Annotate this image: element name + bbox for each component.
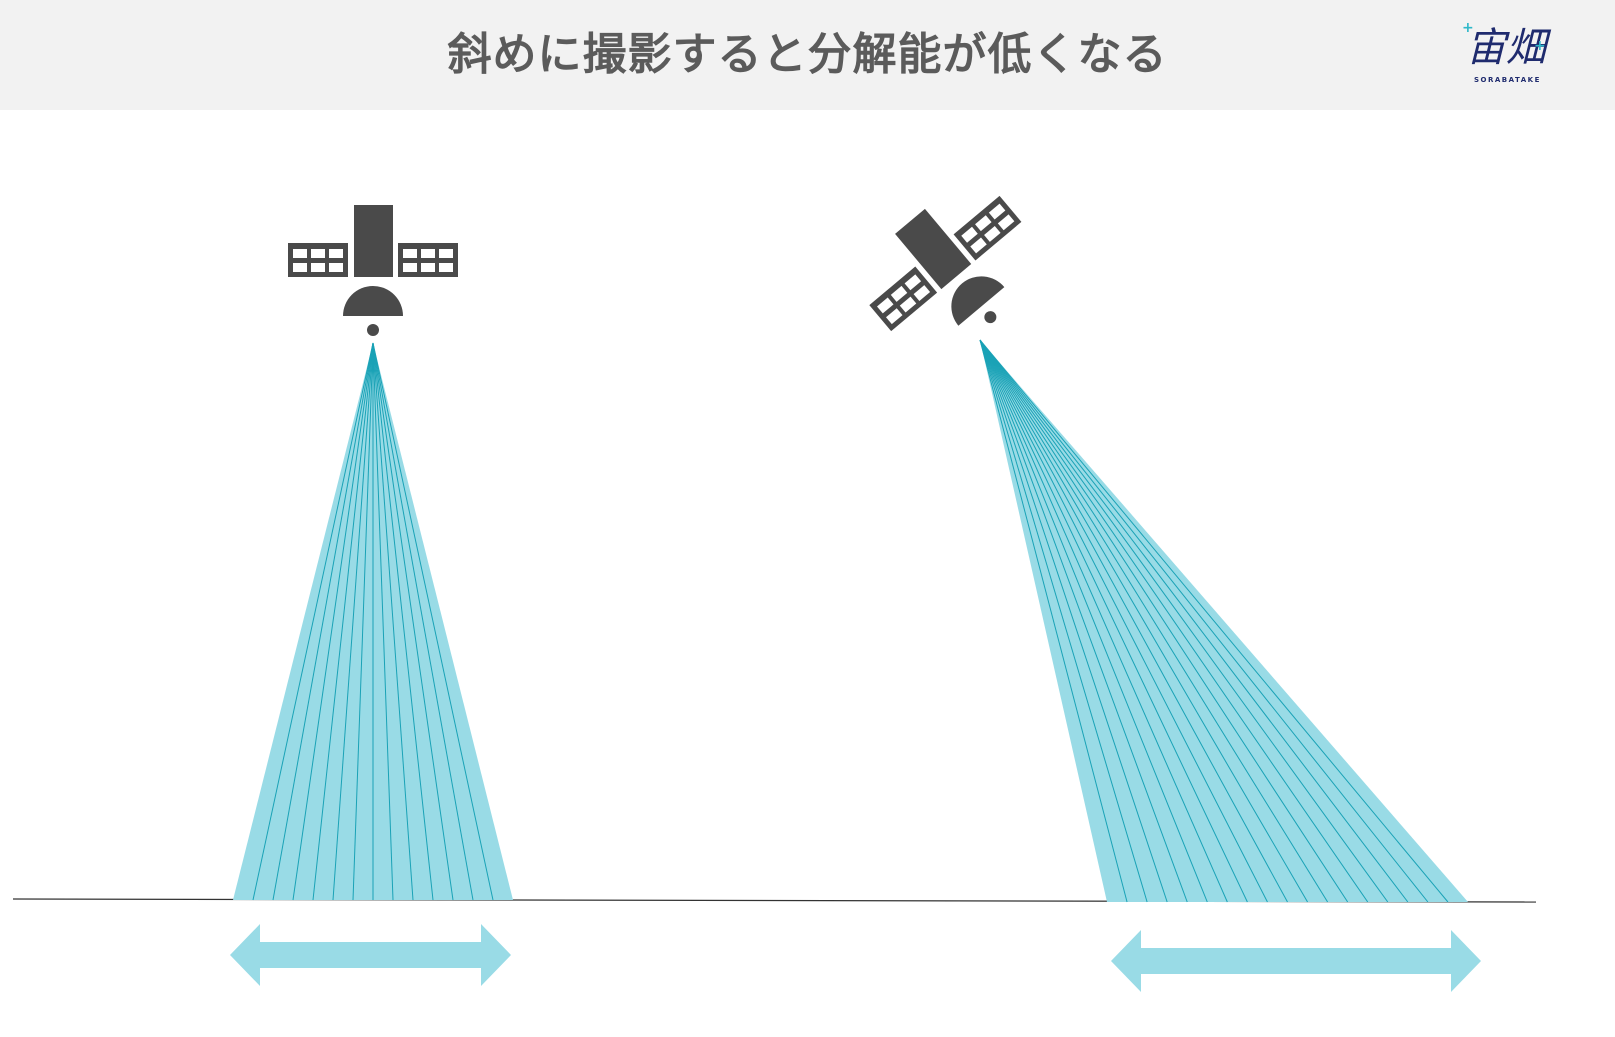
beam-line: [979, 339, 1349, 903]
beam-line: [312, 342, 374, 901]
logo-text: 宙畑: [1466, 25, 1546, 71]
beam-line: [979, 339, 1208, 903]
oblique-scene: [869, 195, 1481, 992]
beam-line: [372, 342, 454, 901]
beam-line: [979, 339, 1168, 903]
beam-line: [979, 339, 1329, 903]
beam-line: [979, 339, 1268, 903]
beam-line: [979, 339, 1188, 903]
beam-line: [979, 339, 1369, 903]
beam-line: [252, 342, 374, 901]
beam-line: [979, 339, 1248, 903]
satellite-icon: [869, 195, 1022, 332]
logo-plus-icon: +: [1534, 38, 1546, 54]
beam-line: [979, 339, 1449, 903]
beam-line: [372, 342, 474, 901]
beam-line: [979, 339, 1228, 903]
beam-line: [979, 339, 1429, 903]
beam-line: [979, 339, 1288, 903]
beam-line: [332, 342, 374, 901]
beam-line: [372, 342, 434, 901]
beam-line: [979, 339, 1389, 903]
beam-line: [372, 342, 494, 901]
beam-line: [352, 342, 374, 901]
beam-line: [979, 339, 1409, 903]
page-title: 斜めに撮影すると分解能が低くなる: [447, 29, 1168, 80]
oblique-beam-lines: [979, 339, 1449, 903]
oblique-beam: [980, 340, 1468, 902]
logo-plus-icon: +: [1462, 20, 1474, 36]
nadir-beam-lines: [252, 342, 494, 901]
beam-line: [372, 342, 394, 901]
double-arrow-icon: [230, 924, 511, 986]
beam-line: [272, 342, 374, 901]
beam-line: [979, 339, 1308, 903]
beam-line: [979, 339, 1128, 903]
nadir-scene: [230, 205, 513, 986]
beam-line: [292, 342, 374, 901]
header-bar: [0, 0, 1615, 110]
sorabatake-logo: 宙畑 + + SORABATAKE: [1462, 20, 1562, 88]
beam-line: [372, 342, 414, 901]
logo-subtext: SORABATAKE: [1474, 76, 1541, 84]
double-arrow-icon: [1111, 930, 1481, 992]
satellite-icon: [288, 205, 458, 336]
beam-line: [979, 339, 1148, 903]
